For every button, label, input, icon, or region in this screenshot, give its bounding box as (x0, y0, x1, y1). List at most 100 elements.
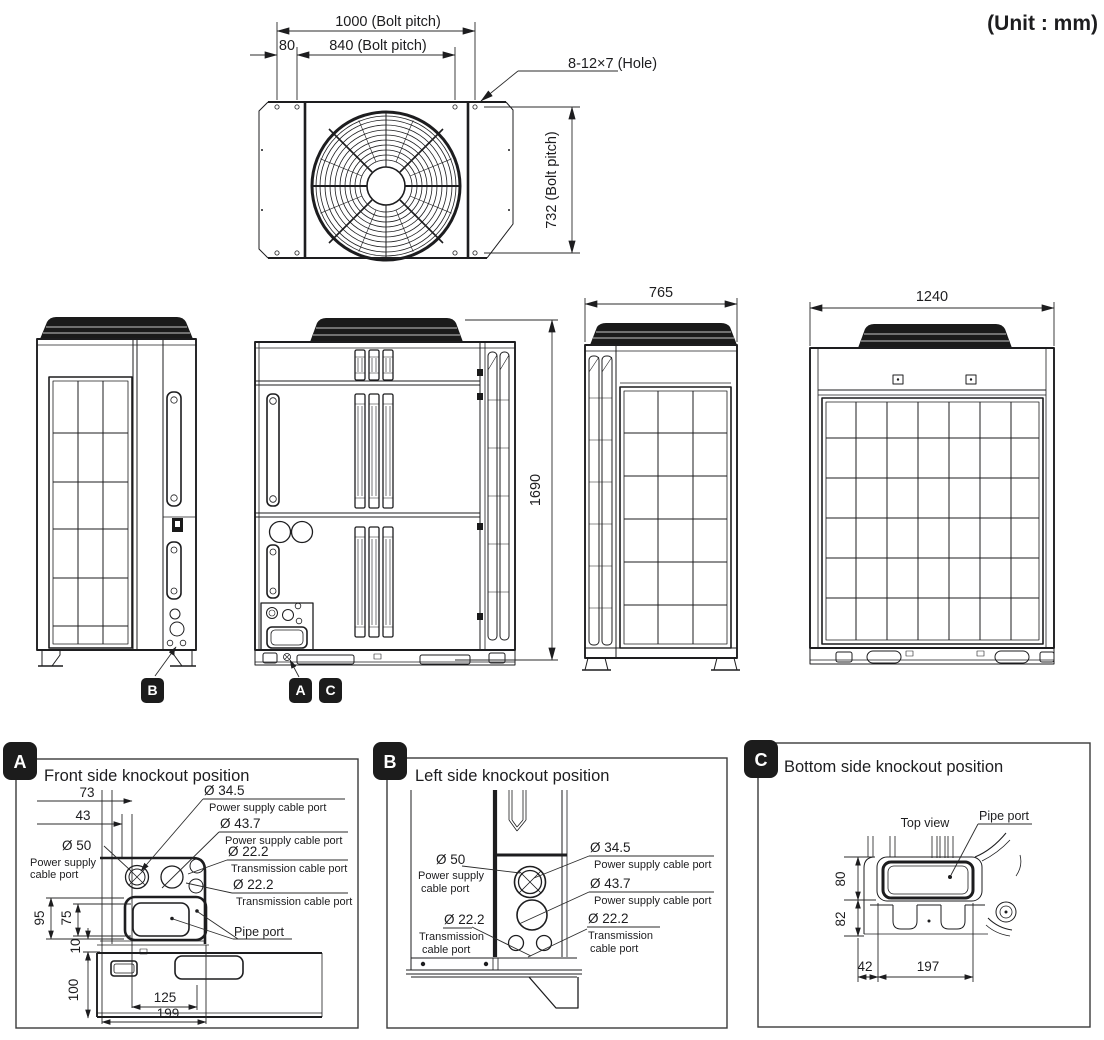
knockout-50 (124, 864, 150, 890)
label: Transmission (419, 931, 484, 943)
label: Power supply cable port (594, 859, 711, 871)
marker-c-label: C (325, 682, 335, 698)
panel-c-badge-label: C (755, 750, 768, 770)
knockout-34-5 (517, 869, 543, 895)
knockout-22-2 (507, 934, 525, 952)
panel-b-badge (373, 742, 407, 780)
panel-b-title: Left side knockout position (415, 767, 609, 785)
panel-c: C Bottom side knockout position Top view… (744, 740, 1091, 1028)
back-view: 1240 (809, 289, 1055, 665)
dim-73: 73 (79, 785, 94, 800)
base-rail (254, 649, 516, 666)
knockout-34-5 (128, 868, 146, 886)
label-dia22-2: Ø 22.2 (444, 912, 485, 927)
pipe-port (881, 860, 975, 900)
label: Power supply (30, 857, 97, 869)
panel-a-badge (3, 742, 37, 780)
dim-100: 100 (66, 979, 81, 1002)
panel-b-badge-label: B (384, 752, 397, 772)
label: Power supply cable port (225, 835, 342, 847)
pipe-port-inner (132, 902, 190, 937)
dim-75: 75 (59, 910, 74, 925)
dim-1240: 1240 (916, 289, 948, 305)
pipe-port-outer (876, 856, 983, 902)
dim-1000-bolt-pitch: 1000 (Bolt pitch) (335, 14, 441, 30)
knockout-43-7 (160, 865, 184, 889)
label-top-view: Top view (901, 816, 951, 830)
foot (528, 976, 579, 1009)
label-dia50: Ø 50 (62, 838, 91, 853)
handle (266, 544, 280, 599)
label-dia43-7: Ø 43.7 (220, 816, 261, 831)
knockout-50 (513, 865, 547, 899)
marker-b-label: B (147, 682, 157, 698)
dim-732-bolt-pitch: 732 (Bolt pitch) (544, 131, 560, 229)
bolt (995, 901, 1017, 923)
dim-1690: 1690 (528, 474, 544, 506)
label-dia22-2: Ø 22.2 (588, 911, 629, 926)
label-dia50: Ø 50 (436, 852, 465, 867)
fan-top (40, 317, 193, 339)
panel-c-drawing: Top view Pipe port 80 (833, 809, 1032, 982)
panel-a-title: Front side knockout position (44, 767, 249, 785)
label: cable port (30, 869, 78, 881)
label-dia43-7: Ø 43.7 (590, 876, 631, 891)
dim-80: 80 (833, 871, 848, 886)
knockout-hole (169, 608, 181, 620)
bolt-holes (274, 104, 478, 256)
label-pipe-port: Pipe port (979, 809, 1030, 823)
label: Power supply (418, 870, 485, 882)
knockout-22-2 (189, 858, 205, 874)
left-side-view: B (36, 317, 197, 703)
dim-10: 10 (68, 938, 83, 953)
dim-199: 199 (157, 1006, 180, 1021)
marker-b-badge (141, 678, 164, 703)
dim-840-bolt-pitch: 840 (Bolt pitch) (329, 38, 427, 54)
panel-c-badge (744, 740, 778, 778)
dim-82: 82 (833, 911, 848, 926)
unit-label: (Unit : mm) (987, 12, 1098, 35)
marker-c-badge (319, 678, 342, 703)
knockout-22-2 (188, 878, 204, 894)
pipe-port-outer (123, 895, 208, 942)
fan-grille (310, 110, 462, 262)
knockout-hole (268, 520, 292, 544)
label: Power supply cable port (594, 895, 711, 907)
foot (41, 649, 61, 667)
dim-95: 95 (32, 910, 47, 925)
dim-197: 197 (917, 959, 940, 974)
label: Transmission cable port (231, 863, 347, 875)
label-dia34-5: Ø 34.5 (204, 783, 245, 798)
side-grille (48, 376, 133, 649)
fan-top (590, 323, 737, 345)
knockout-hole (169, 621, 185, 637)
panel-a: A Front side knockout position 73 43 (3, 742, 359, 1029)
pipe-port-opening (266, 626, 308, 649)
knockout-22-2 (535, 934, 553, 952)
dim-125: 125 (154, 990, 177, 1005)
handle (166, 541, 182, 600)
right-side-view: 765 (582, 285, 740, 671)
label: Transmission cable port (236, 896, 352, 908)
dim-42: 42 (857, 959, 872, 974)
handle (166, 391, 182, 507)
label-dia22-2: Ø 22.2 (228, 844, 269, 859)
handle (266, 393, 280, 507)
label: cable port (421, 883, 469, 895)
label-dia22-2: Ø 22.2 (233, 877, 274, 892)
label: cable port (590, 943, 638, 955)
panel-a-drawing: 73 43 Ø 50 Power supply cable port (30, 783, 352, 1025)
marker-a-badge (289, 678, 312, 703)
dim-80: 80 (279, 38, 295, 54)
dim-height-1690: 1690 (455, 319, 558, 661)
panel-b: B Left side knockout position Ø 50 Power… (373, 742, 728, 1029)
panel-c-title: Bottom side knockout position (784, 758, 1003, 776)
front-view: A C (254, 318, 516, 703)
fan-top (858, 324, 1012, 348)
hole-label: 8-12×7 (Hole) (568, 56, 657, 72)
label: Transmission (588, 930, 653, 942)
panel-a-badge-label: A (14, 752, 27, 772)
knockout-43-7 (516, 899, 548, 931)
